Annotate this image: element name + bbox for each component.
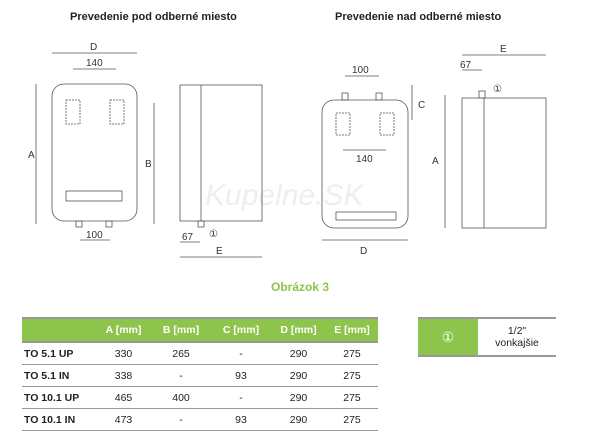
dimension-value: 290	[271, 342, 326, 365]
dimensions-table: A [mm] B [mm] C [mm] D [mm] E [mm] TO 5.…	[22, 317, 378, 431]
dim-E: E	[216, 246, 223, 257]
dimension-value: 265	[151, 342, 211, 365]
dimension-value: -	[211, 386, 271, 409]
dimension-value: -	[151, 408, 211, 431]
dimension-value: 400	[151, 386, 211, 409]
watermark: Kupelne.SK	[205, 179, 365, 212]
column-header: A [mm]	[96, 317, 151, 343]
left-drawing-title: Prevedenie pod odberné miesto	[70, 11, 237, 23]
dimension-value: 275	[326, 386, 378, 409]
connection-type: vonkajšie	[495, 337, 539, 349]
connection-size: 1/2"	[507, 325, 527, 337]
model-name: TO 5.1 UP	[22, 342, 96, 365]
dim-100: 100	[86, 230, 103, 241]
dim-140: 140	[86, 58, 103, 69]
dimension-value: -	[211, 342, 271, 365]
dimension-value: 330	[96, 342, 151, 365]
column-header	[22, 317, 96, 343]
model-name: TO 5.1 IN	[22, 364, 96, 387]
dimension-value: 473	[96, 408, 151, 431]
front-view-under-sink: D 140 A B 100	[28, 42, 155, 241]
side-view-under-sink: 67 ① E	[179, 84, 263, 258]
technical-drawings: Kupelne.SK D 140 A B 100 67 ① E 100 140 …	[28, 42, 547, 258]
dimension-value: 290	[271, 364, 326, 387]
side-view-over-sink: 67 ① E	[460, 44, 547, 229]
dim-67: 67	[182, 232, 194, 243]
dim-B: B	[145, 159, 152, 170]
column-header: E [mm]	[326, 317, 378, 343]
dimension-value: 338	[96, 364, 151, 387]
dim-D-right: D	[360, 246, 367, 257]
dim-C: C	[418, 100, 425, 111]
figure-caption: Obrázok 3	[270, 280, 330, 294]
dimension-value: 93	[211, 364, 271, 387]
dimension-value: 275	[326, 408, 378, 431]
dim-100-right: 100	[352, 65, 369, 76]
connection-marker: ①	[209, 229, 218, 240]
column-header: C [mm]	[211, 317, 271, 343]
column-header: D [mm]	[271, 317, 326, 343]
dimension-value: 290	[271, 386, 326, 409]
dim-D: D	[90, 42, 97, 53]
dimension-value: 465	[96, 386, 151, 409]
dimension-value: 93	[211, 408, 271, 431]
dimension-value: -	[151, 364, 211, 387]
right-drawing-title: Prevedenie nad odberné miesto	[335, 11, 502, 23]
dim-E-right: E	[500, 44, 507, 55]
connection-marker-right: ①	[493, 84, 502, 95]
model-name: TO 10.1 IN	[22, 408, 96, 431]
connection-symbol: ①	[418, 319, 478, 355]
dim-140-right: 140	[356, 154, 373, 165]
front-view-over-sink: 100 140 C A D	[321, 65, 446, 257]
dimension-value: 290	[271, 408, 326, 431]
dimension-value: 275	[326, 342, 378, 365]
dim-A-right: A	[432, 156, 439, 167]
dim-A: A	[28, 150, 35, 161]
dim-67-right: 67	[460, 60, 472, 71]
column-header: B [mm]	[151, 317, 211, 343]
dimension-value: 275	[326, 364, 378, 387]
model-name: TO 10.1 UP	[22, 386, 96, 409]
connection-legend: ① 1/2"vonkajšie	[418, 317, 556, 357]
